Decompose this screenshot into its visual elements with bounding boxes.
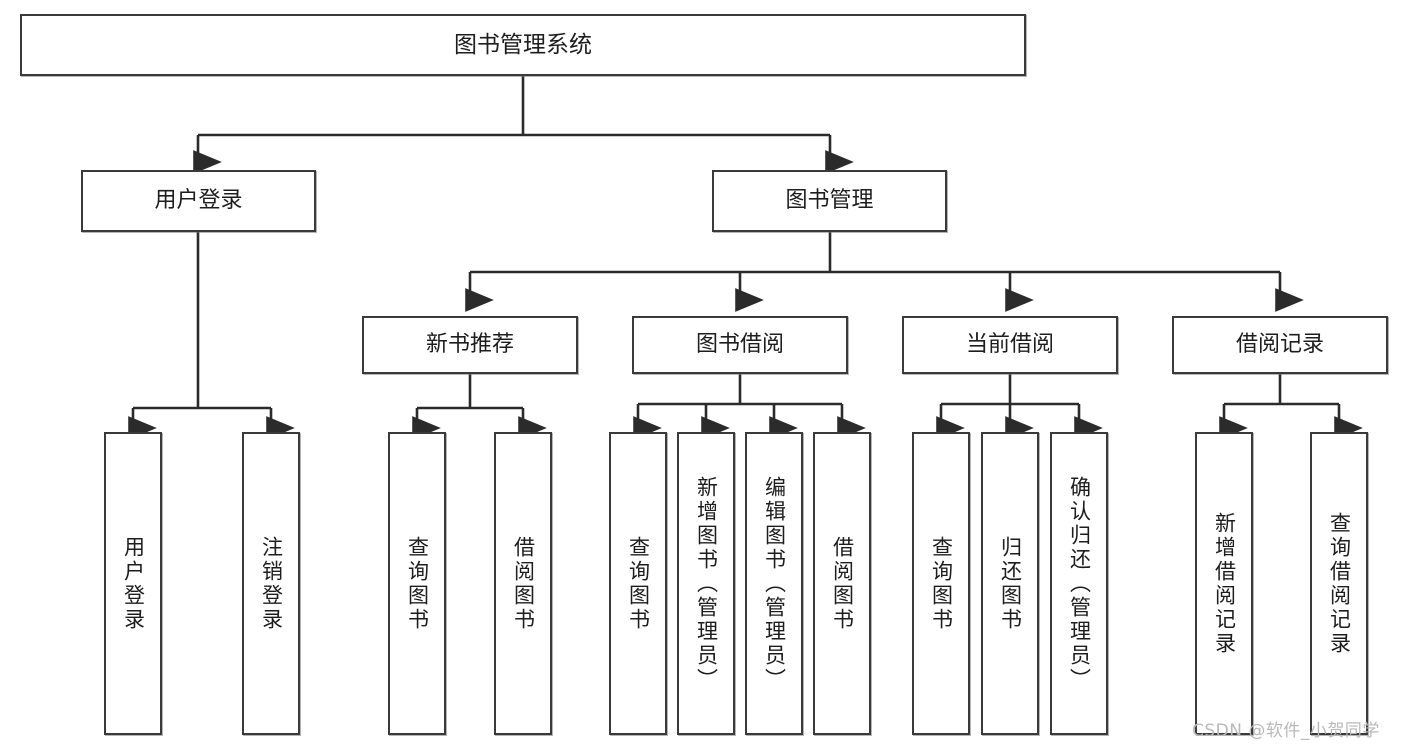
node-label: 图书管理系统 — [454, 31, 592, 58]
node-label: 用户登录 — [121, 535, 146, 632]
leaf-query-book-current[interactable]: 查询图书 — [912, 432, 970, 735]
node-label: 图书管理 — [785, 187, 874, 213]
node-label: 查询图书 — [626, 535, 651, 632]
node-user-login[interactable]: 用户登录 — [81, 170, 316, 232]
leaf-confirm-return-admin[interactable]: 确认归还（管理员） — [1050, 432, 1108, 735]
node-label: 借阅记录 — [1235, 331, 1324, 357]
node-label: 查询借阅记录 — [1327, 511, 1352, 656]
node-new-book-recommend[interactable]: 新书推荐 — [362, 316, 578, 374]
leaf-user-logout[interactable]: 注销登录 — [242, 432, 300, 735]
node-label: 当前借阅 — [965, 331, 1054, 357]
leaf-add-borrow-record[interactable]: 新增借阅记录 — [1195, 432, 1253, 735]
node-label: 新书推荐 — [425, 331, 514, 357]
leaf-query-borrow-record[interactable]: 查询借阅记录 — [1310, 432, 1368, 735]
leaf-return-book[interactable]: 归还图书 — [981, 432, 1039, 735]
node-book-management[interactable]: 图书管理 — [712, 170, 947, 232]
leaf-query-book-recommend[interactable]: 查询图书 — [388, 432, 446, 735]
node-label: 确认归还（管理员） — [1067, 475, 1092, 692]
node-borrow-record[interactable]: 借阅记录 — [1172, 316, 1388, 374]
node-label: 新增借阅记录 — [1212, 511, 1237, 656]
leaf-borrow-book-recommend[interactable]: 借阅图书 — [494, 432, 552, 735]
node-label: 查询图书 — [405, 535, 430, 632]
node-label: 新增图书（管理员） — [694, 475, 719, 692]
node-root-book-management-system[interactable]: 图书管理系统 — [20, 14, 1026, 76]
node-book-borrow[interactable]: 图书借阅 — [632, 316, 848, 374]
node-label: 用户登录 — [154, 187, 243, 213]
leaf-user-login[interactable]: 用户登录 — [104, 432, 162, 735]
node-label: 归还图书 — [998, 535, 1023, 632]
leaf-edit-book-admin[interactable]: 编辑图书（管理员） — [745, 432, 803, 735]
node-label: 编辑图书（管理员） — [762, 475, 787, 692]
csdn-watermark: CSDN @软件_小贺同学 — [1192, 721, 1380, 741]
node-label: 查询图书 — [929, 535, 954, 632]
leaf-query-book-borrow[interactable]: 查询图书 — [609, 432, 667, 735]
node-label: 图书借阅 — [695, 331, 784, 357]
leaf-add-book-admin[interactable]: 新增图书（管理员） — [677, 432, 735, 735]
node-label: 借阅图书 — [511, 535, 536, 632]
leaf-borrow-book[interactable]: 借阅图书 — [813, 432, 871, 735]
node-label: 注销登录 — [259, 535, 284, 632]
node-label: 借阅图书 — [830, 535, 855, 632]
node-current-borrow[interactable]: 当前借阅 — [902, 316, 1118, 374]
